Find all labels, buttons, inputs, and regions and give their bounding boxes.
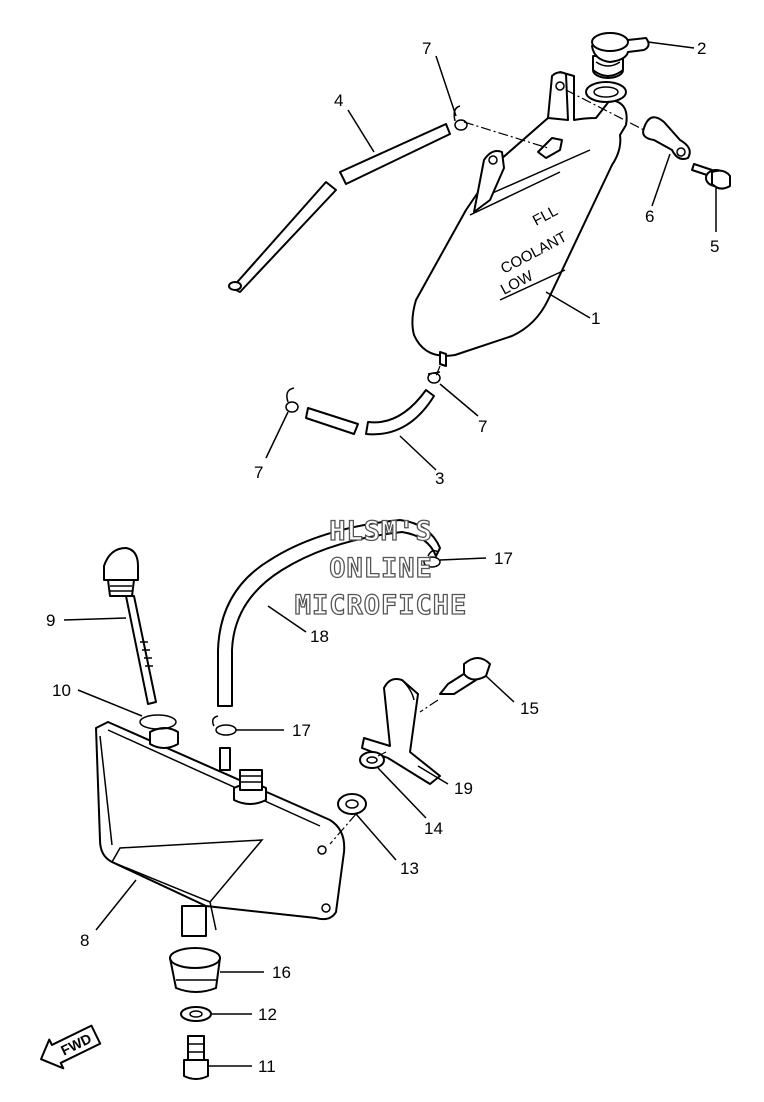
assembly-line bbox=[463, 121, 549, 149]
leader-17a bbox=[439, 557, 487, 561]
callout-5: 5 bbox=[710, 237, 719, 256]
oil-dipstick bbox=[103, 547, 157, 705]
hose-clip-middle bbox=[427, 371, 441, 384]
hose-clip-upper bbox=[453, 105, 468, 131]
callout-4: 4 bbox=[334, 91, 343, 110]
leader-3 bbox=[399, 435, 437, 471]
overflow-hose bbox=[305, 389, 435, 436]
leader-10 bbox=[77, 689, 143, 717]
washer bbox=[180, 1006, 212, 1022]
reservoir-cap bbox=[591, 32, 650, 79]
callout-3: 3 bbox=[435, 469, 444, 488]
callout-9: 9 bbox=[46, 611, 55, 630]
assembly-line bbox=[329, 813, 357, 845]
watermark-line-3: MICROFICHE bbox=[295, 590, 468, 621]
callout-19: 19 bbox=[454, 779, 473, 798]
leader-19 bbox=[417, 765, 449, 785]
damper-13 bbox=[337, 793, 367, 815]
callout-14: 14 bbox=[424, 819, 443, 838]
leader-2 bbox=[647, 41, 695, 49]
callout-18: 18 bbox=[310, 627, 329, 646]
callout-7-upper: 7 bbox=[422, 39, 431, 58]
oil-breather-hose bbox=[217, 519, 441, 707]
leader-1 bbox=[545, 291, 591, 319]
callout-7-middle: 7 bbox=[478, 417, 487, 436]
callout-17-lower: 17 bbox=[292, 721, 311, 740]
leader-7a bbox=[435, 55, 457, 117]
callout-6: 6 bbox=[645, 207, 654, 226]
leader-18 bbox=[267, 605, 307, 633]
hose-clip-lower-17 bbox=[211, 715, 237, 736]
fwd-arrow-icon bbox=[40, 1024, 102, 1070]
leader-9 bbox=[63, 617, 127, 621]
watermark: HLSM'S ONLINE MICROFICHE bbox=[294, 515, 468, 621]
breather-hose bbox=[228, 123, 451, 293]
hose-clip-left bbox=[285, 387, 299, 413]
leader-13 bbox=[355, 813, 397, 861]
o-ring bbox=[139, 714, 177, 730]
leader-15 bbox=[485, 675, 515, 703]
leader-4 bbox=[347, 109, 375, 153]
assembly-line bbox=[435, 365, 441, 377]
callout-16: 16 bbox=[272, 963, 291, 982]
callout-17-upper: 17 bbox=[494, 549, 513, 568]
assembly-line bbox=[377, 751, 387, 757]
drain-bolt bbox=[183, 1035, 209, 1080]
callout-7-left: 7 bbox=[254, 463, 263, 482]
callout-12: 12 bbox=[258, 1005, 277, 1024]
callout-8: 8 bbox=[80, 931, 89, 950]
leader-7b bbox=[439, 383, 479, 417]
coolant-reservoir-tank bbox=[411, 71, 628, 367]
leader-14 bbox=[377, 767, 427, 819]
watermark-line-1: HLSM'S bbox=[329, 516, 433, 547]
oil-tank bbox=[95, 721, 346, 937]
tank-bracket bbox=[361, 678, 441, 785]
leader-7c bbox=[265, 411, 289, 459]
callout-10: 10 bbox=[52, 681, 71, 700]
callout-2: 2 bbox=[697, 39, 706, 58]
bolt bbox=[691, 163, 731, 190]
leader-6 bbox=[651, 153, 671, 207]
leader-8 bbox=[95, 879, 137, 931]
callout-1: 1 bbox=[591, 309, 600, 328]
assembly-line bbox=[419, 699, 439, 713]
watermark-line-2: ONLINE bbox=[329, 553, 433, 584]
hose-clip-upper-17 bbox=[423, 549, 441, 568]
callout-11: 11 bbox=[258, 1057, 276, 1076]
hose-clamp bbox=[642, 116, 691, 160]
forward-direction-indicator: FWD bbox=[40, 1024, 102, 1070]
callout-13: 13 bbox=[400, 859, 419, 878]
callout-15: 15 bbox=[520, 699, 539, 718]
damper-16 bbox=[169, 947, 221, 993]
assembly-line bbox=[565, 89, 645, 131]
flange-bolt bbox=[439, 657, 491, 695]
